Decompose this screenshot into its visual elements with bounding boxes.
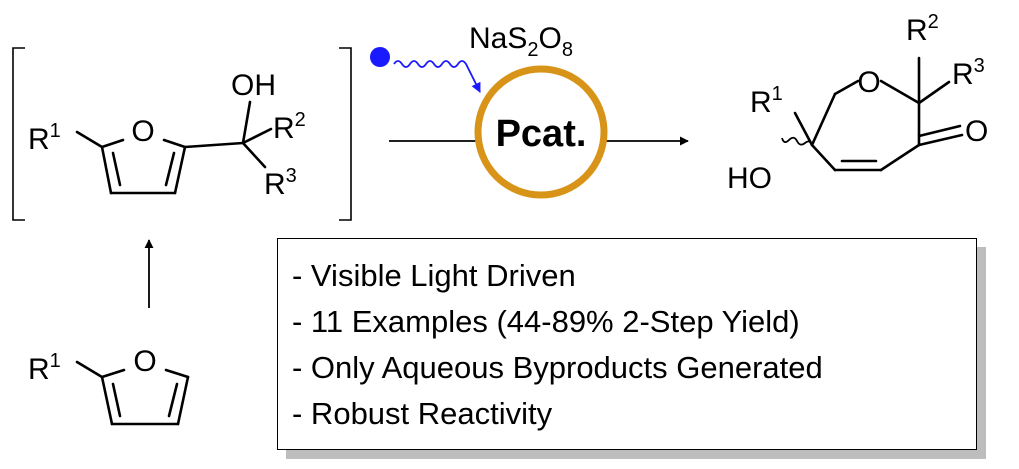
light-wave-arrow [393, 60, 481, 93]
product-ring-oxygen: O [857, 66, 880, 99]
product-ketone-oxygen: O [965, 115, 988, 148]
furfuryl-r3: R3 [264, 165, 297, 201]
feature-item: - Only Aqueous Byproducts Generated [292, 350, 823, 385]
photocatalyst-label: Pcat. [496, 113, 587, 155]
oxidant-label: NaS2O8 [469, 22, 573, 61]
furan-r1: R1 [28, 350, 61, 386]
product-hydroxyl: HO [727, 162, 772, 195]
furfuryl-ring-oxygen: O [131, 115, 154, 148]
furfuryl-r2: R2 [273, 109, 306, 145]
furfuryl-oh: OH [231, 69, 276, 102]
feature-item: - Visible Light Driven [292, 258, 576, 293]
pyranone-structure [793, 56, 964, 172]
furfuryl-alcohol-structure [75, 100, 273, 195]
left-bracket [12, 47, 25, 221]
product-r1: R1 [750, 83, 783, 119]
furan-structure [75, 360, 190, 426]
furan-ring-oxygen: O [133, 345, 156, 378]
photocatalyst-ring [474, 65, 608, 199]
light-source-icon [370, 47, 390, 67]
feature-item: - 11 Examples (44-89% 2-Step Yield) [292, 304, 800, 339]
features-box: - Visible Light Driven - 11 Examples (44… [277, 238, 977, 450]
wavy-stereo-bond [781, 136, 813, 146]
furfuryl-r1: R1 [28, 120, 61, 156]
product-r3: R3 [952, 55, 985, 91]
product-r2: R2 [906, 11, 939, 47]
right-bracket [339, 47, 352, 221]
feature-item: - Robust Reactivity [292, 396, 553, 431]
